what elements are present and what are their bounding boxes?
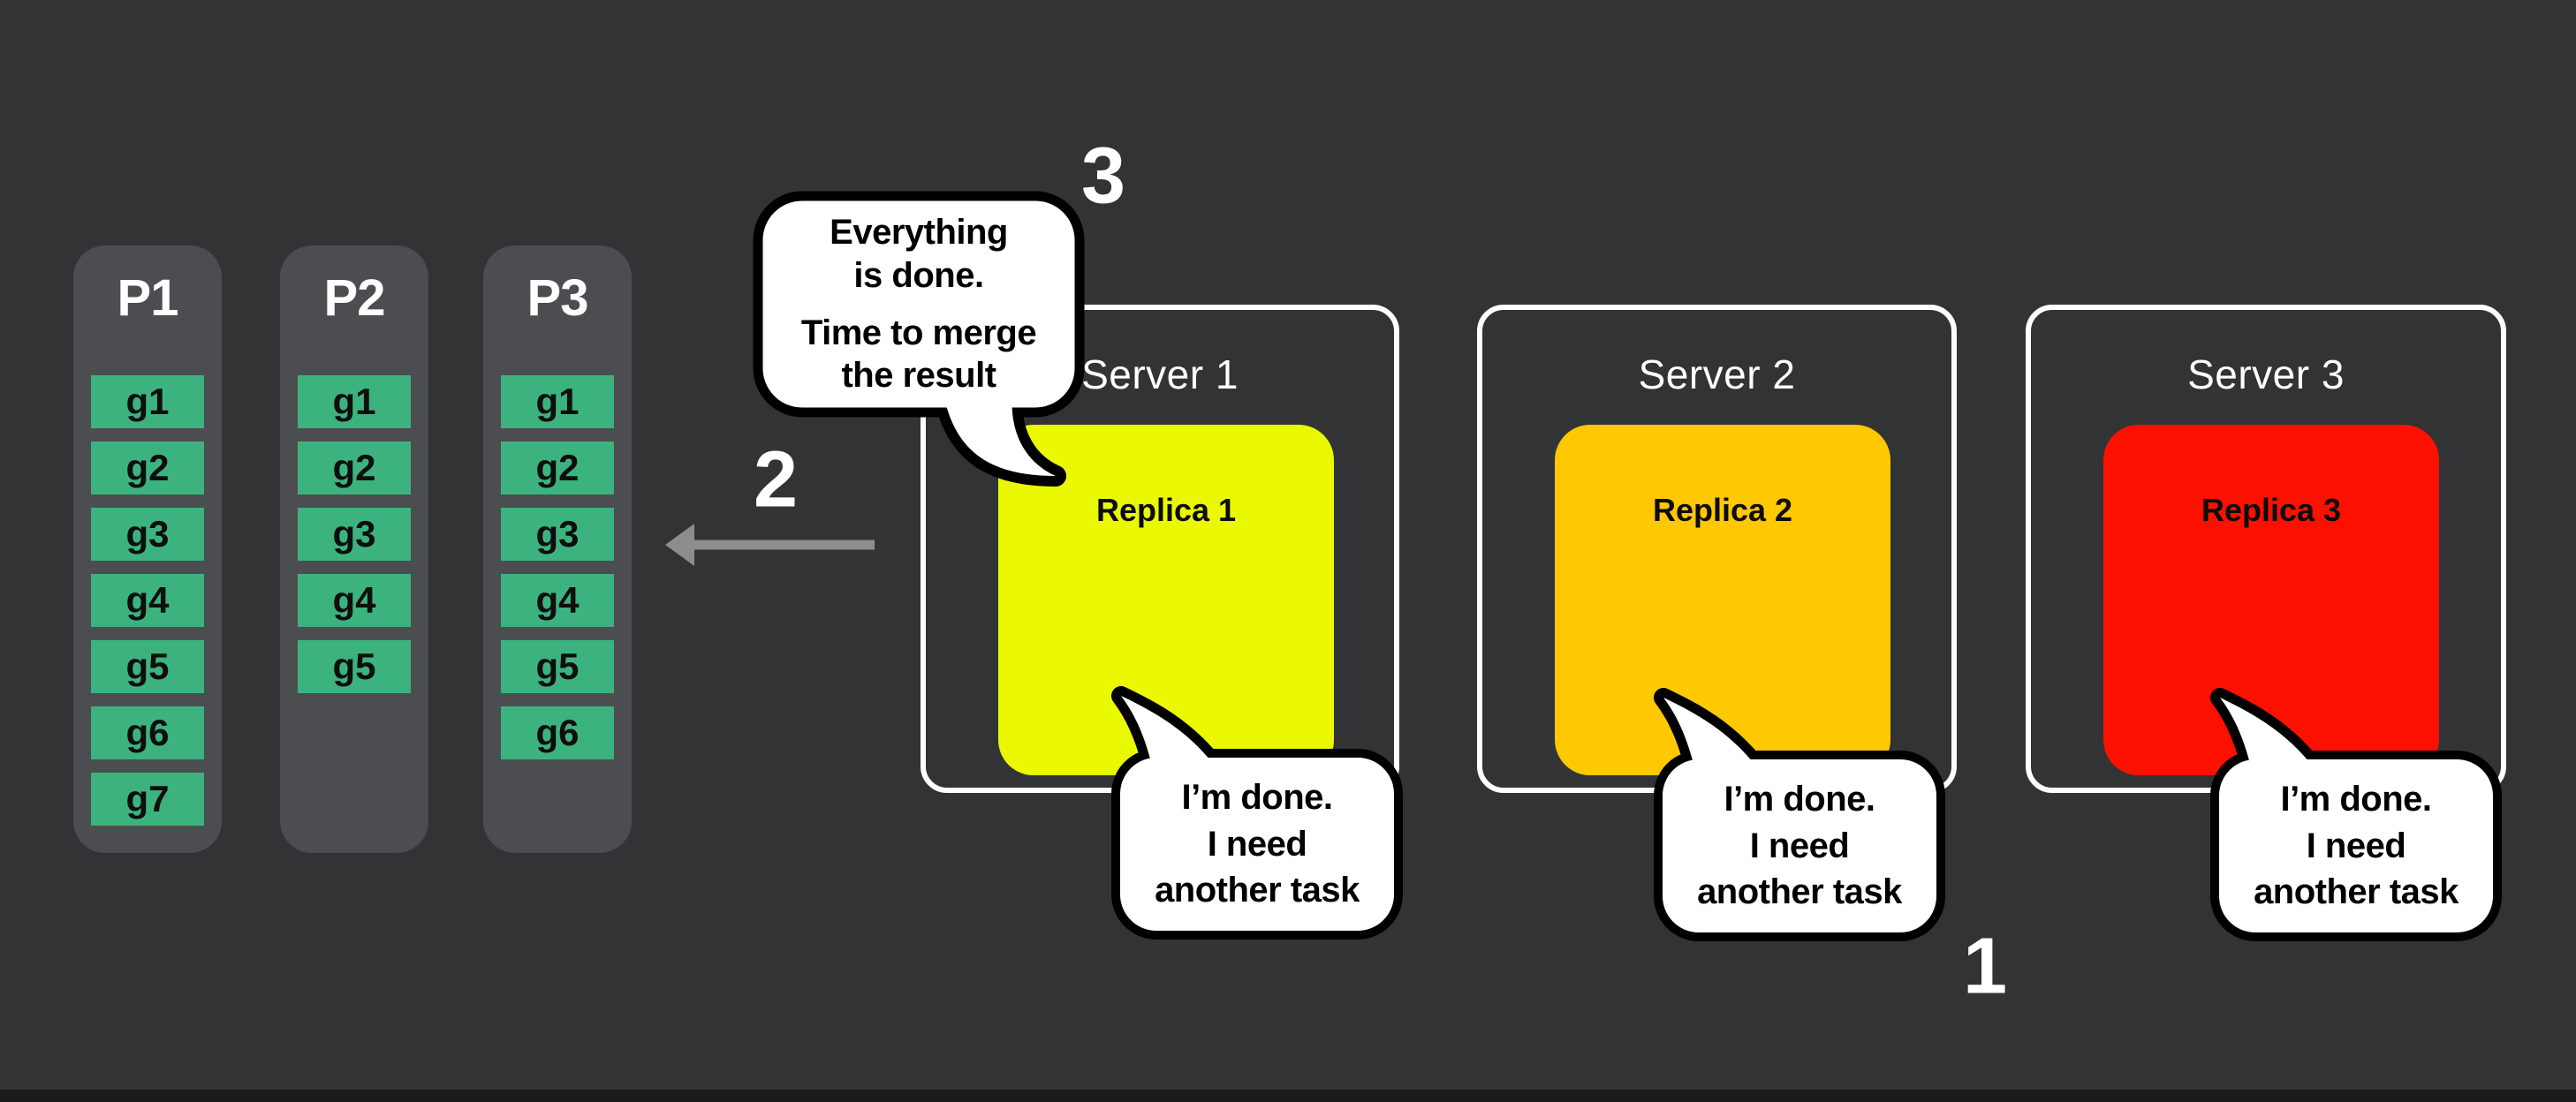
task-cell: g4 — [298, 574, 411, 627]
partition-column-p3: P3 g1 g2 g3 g4 g5 g6 — [483, 245, 632, 853]
replica-2: Replica 2 — [1555, 425, 1890, 775]
task-cell: g1 — [91, 375, 204, 428]
task-cell: g5 — [501, 640, 614, 693]
bubble-line: another task — [1697, 872, 1902, 912]
task-cell: g3 — [298, 508, 411, 561]
task-cell: g6 — [501, 706, 614, 759]
server-3-label: Server 3 — [2187, 351, 2345, 397]
merge-bubble: Everything is done. Time to merge the re… — [745, 183, 1125, 492]
task-cell: g6 — [91, 706, 204, 759]
task-cell: g1 — [501, 375, 614, 428]
merge-paragraph-2: Time to merge the result — [800, 312, 1037, 398]
done-bubble-server2: I’m done. I need another task — [1640, 680, 1976, 962]
arrow-left-icon — [665, 524, 875, 566]
speech-bubble-shape — [753, 191, 1085, 487]
task-cell: g2 — [298, 442, 411, 494]
task-cell: g3 — [91, 508, 204, 561]
partition-column-p2: P2 g1 g2 g3 g4 g5 — [280, 245, 428, 853]
bubble-line: Everything — [830, 212, 1008, 252]
replica-1-label: Replica 1 — [1095, 492, 1237, 528]
speech-bubble-shape — [1654, 688, 1945, 941]
replica-2-label: Replica 2 — [1652, 492, 1793, 528]
bubble-line: I’m done. — [1724, 779, 1875, 819]
partition-column-p1: P1 g1 g2 g3 g4 g5 g6 g7 — [73, 245, 222, 853]
bubble-line: is done. — [853, 255, 984, 295]
server-1-label: Server 1 — [1081, 351, 1239, 397]
partition-cells: g1 g2 g3 g4 g5 — [298, 375, 411, 693]
task-cell: g3 — [501, 508, 614, 561]
task-cell: g5 — [298, 640, 411, 693]
bubble-line: the result — [841, 356, 996, 396]
task-cell: g1 — [298, 375, 411, 428]
done-bubble-text: I’m done. I need another task — [2210, 755, 2502, 937]
bubble-line: I’m done. — [2280, 779, 2432, 819]
merge-arrow — [663, 512, 892, 577]
server-2-label: Server 2 — [1638, 351, 1796, 397]
speech-bubble-shape — [1111, 686, 1403, 940]
task-cell: g4 — [501, 574, 614, 627]
bubble-line: another task — [1155, 871, 1360, 910]
task-cell: g4 — [91, 574, 204, 627]
partition-label: P2 — [323, 269, 386, 327]
step-3-label: 3 — [1080, 132, 1126, 221]
bubble-line: I need — [1207, 824, 1307, 864]
done-bubble-server1: I’m done. I need another task — [1098, 678, 1434, 961]
bubble-line: I need — [2306, 826, 2406, 865]
step-2-label: 2 — [753, 435, 799, 525]
done-bubble-text: I’m done. I need another task — [1654, 755, 1945, 937]
task-cell: g2 — [501, 442, 614, 494]
server-2-box: Server 2 Replica 2 — [1477, 305, 1957, 793]
bubble-line: I’m done. — [1181, 777, 1333, 817]
task-cell: g2 — [91, 442, 204, 494]
bubble-line: I need — [1749, 826, 1850, 865]
done-bubble-text: I’m done. I need another task — [1111, 753, 1403, 935]
bubble-line: Time to merge — [800, 313, 1037, 352]
task-cell: g7 — [91, 773, 204, 826]
task-cell: g5 — [91, 640, 204, 693]
partition-label: P1 — [117, 269, 179, 327]
speech-bubble-shape — [2210, 688, 2502, 941]
merge-paragraph-1: Everything is done. — [830, 211, 1008, 298]
step-1-label: 1 — [1962, 922, 2008, 1011]
done-bubble-server3: I’m done. I need another task — [2197, 680, 2533, 962]
partition-label: P3 — [527, 269, 589, 327]
partition-cells: g1 g2 g3 g4 g5 g6 — [501, 375, 614, 759]
partition-cells: g1 g2 g3 g4 g5 g6 g7 — [91, 375, 204, 826]
bottom-edge-bar — [0, 1090, 2576, 1102]
merge-bubble-text: Everything is done. Time to merge the re… — [754, 192, 1084, 417]
bubble-line: another task — [2254, 872, 2459, 912]
replica-3-label: Replica 3 — [2201, 492, 2342, 528]
